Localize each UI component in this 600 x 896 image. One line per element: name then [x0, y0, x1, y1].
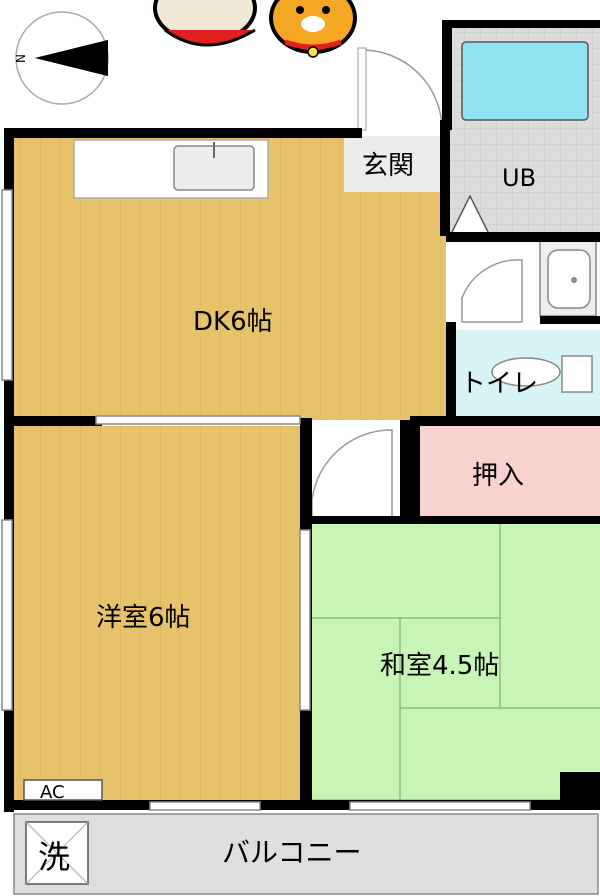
balcony-label: バルコニー: [222, 836, 361, 869]
compass: N: [14, 11, 109, 105]
laundry-label: 洗: [38, 838, 70, 876]
entrance-label: 玄関: [362, 151, 414, 181]
entrance-area: 玄関: [344, 136, 444, 192]
closet-room: 押入: [416, 426, 600, 516]
closet-label: 押入: [472, 461, 524, 491]
western-label: 洋室6帖: [96, 603, 191, 633]
entrance-door: [357, 47, 443, 131]
toilet-door: [461, 259, 523, 323]
mascot-illustration: [153, 0, 357, 58]
balcony: 洗 バルコニー: [13, 813, 599, 895]
toilet-room: トイレ: [456, 330, 600, 416]
western-room-door: [311, 429, 393, 521]
japanese-room: 和室4.5帖: [312, 524, 600, 801]
bath-room: UB: [446, 26, 600, 238]
toilet-label: トイレ: [460, 369, 538, 399]
japanese-label: 和室4.5帖: [380, 651, 499, 681]
dk-room: DK6帖: [12, 136, 446, 420]
washbasin: [539, 239, 597, 317]
compass-north-label: N: [14, 54, 28, 63]
western-room: 洋室6帖: [12, 426, 300, 804]
dk-label: DK6帖: [193, 307, 273, 337]
bath-label: UB: [502, 164, 536, 192]
ac-label: AC: [40, 782, 65, 803]
ac-unit: AC: [23, 779, 103, 803]
windows: [1, 189, 531, 811]
